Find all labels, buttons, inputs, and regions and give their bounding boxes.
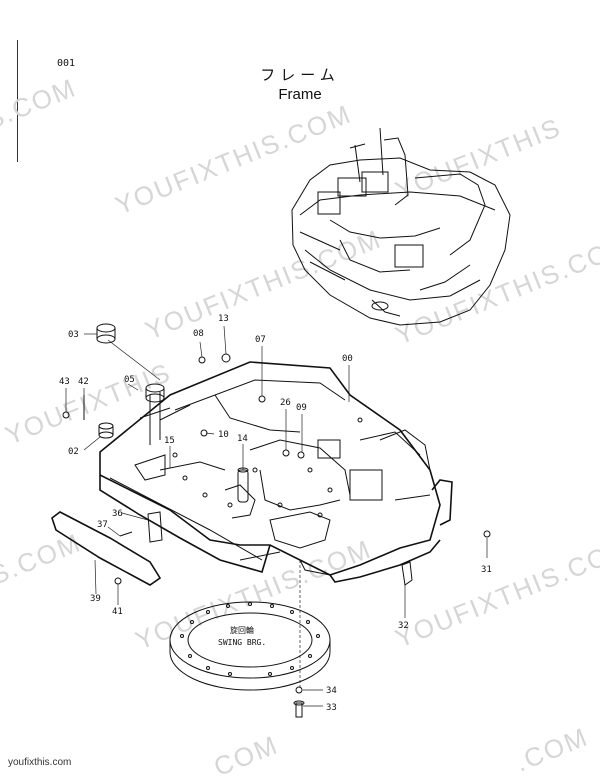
watermark-text: S.COM [0,527,86,590]
callout-26: 26 [280,398,291,408]
callout-39: 39 [90,594,101,604]
title-english: Frame [278,86,322,103]
callout-32: 32 [398,621,409,631]
part-32-lever [401,561,413,586]
callout-09: 09 [296,403,307,413]
part-03-bushing [96,323,116,344]
page-number: 001 [57,58,76,69]
watermark-text: YOUFIXTHIS [1,357,175,451]
callout-43: 43 [59,377,70,387]
part-39-cover [51,511,162,586]
watermark-text: YOUFIXTHIS.COM [141,223,386,345]
callout-34: 34 [326,686,337,696]
callout-08: 08 [193,329,204,339]
callout-10: 10 [218,430,229,440]
callout-03: 03 [68,330,79,340]
callout-13: 13 [218,314,229,324]
watermark-text: .COM [201,729,283,776]
deck-boss [145,383,165,403]
callout-07: 07 [255,335,266,345]
watermark-text: YOUFIXTHIS [391,112,565,206]
callout-05: 05 [124,375,135,385]
ring-label-jp: 旋回輪 [230,625,254,635]
callout-14: 14 [237,434,248,444]
callout-15: 15 [164,436,175,446]
fasteners [62,353,491,718]
margin-rule [17,40,18,162]
leader-lines [65,325,488,707]
callout-00: 00 [342,354,353,364]
callout-37: 37 [97,520,108,530]
watermark-text: S.COM [0,72,81,135]
ring-label-en: SWING BRG. [218,638,266,647]
callout-42: 42 [78,377,89,387]
main-frame [99,361,453,583]
callout-36: 36 [112,509,123,519]
footer-url: youfixthis.com [8,757,72,768]
part-36-bracket [147,511,163,543]
title-japanese: フレーム [260,66,340,84]
machine-overview-sketch [291,127,511,326]
watermark-text: YOUFIXTHIS.COM [391,531,600,653]
part-02-bushing [98,422,114,439]
callout-41: 41 [112,607,123,617]
callout-31: 31 [481,565,492,575]
callout-labels: 03 08 13 07 00 43 42 05 26 09 10 15 14 0… [59,314,492,713]
callout-02: 02 [68,447,79,457]
callout-33: 33 [326,703,337,713]
watermark-text: .COM [511,721,593,776]
watermark-text: YOUFIXTHIS.COM [111,98,356,220]
swing-bearing: 旋回輪 SWING BRG. [169,601,331,691]
